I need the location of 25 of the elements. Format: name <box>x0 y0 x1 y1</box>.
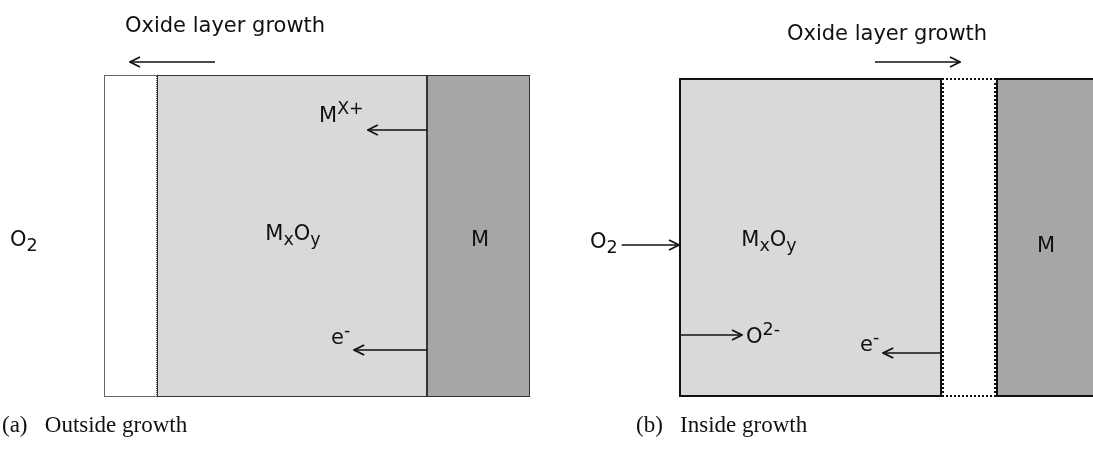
formula-label: M$_{x}$O$_{y}$ <box>265 222 321 250</box>
molecule-label: O$_{2}$ <box>10 228 38 256</box>
new-oxide-layer <box>104 75 157 397</box>
arrow <box>620 239 680 251</box>
new-oxide-layer <box>942 78 996 397</box>
ion-label: O$^{2-}$ <box>746 320 780 349</box>
growth-label: Oxide layer growth <box>125 14 326 38</box>
growth-label: Oxide layer growth <box>787 22 988 46</box>
arrow <box>678 329 743 341</box>
metal-layer <box>996 78 1093 397</box>
metal-layer <box>427 75 530 397</box>
arrow <box>882 347 943 359</box>
molecule-label: O$_{2}$ <box>590 230 618 258</box>
arrow <box>366 124 428 136</box>
formula-label: M$_{x}$O$_{y}$ <box>741 228 797 256</box>
ion-label: e$^{-}$ <box>331 321 351 350</box>
caption: (b) Inside growth <box>636 412 808 438</box>
ion-label: e$^{-}$ <box>860 328 880 357</box>
oxide-layer-region <box>679 78 942 397</box>
oxide-layer-region <box>157 75 427 397</box>
arrow <box>353 344 428 356</box>
ion-label: M$^{X+}$ <box>319 99 364 128</box>
symbol-label: M <box>470 228 490 252</box>
caption: (a) Outside growth <box>2 412 188 438</box>
symbol-label: M <box>1036 234 1056 258</box>
